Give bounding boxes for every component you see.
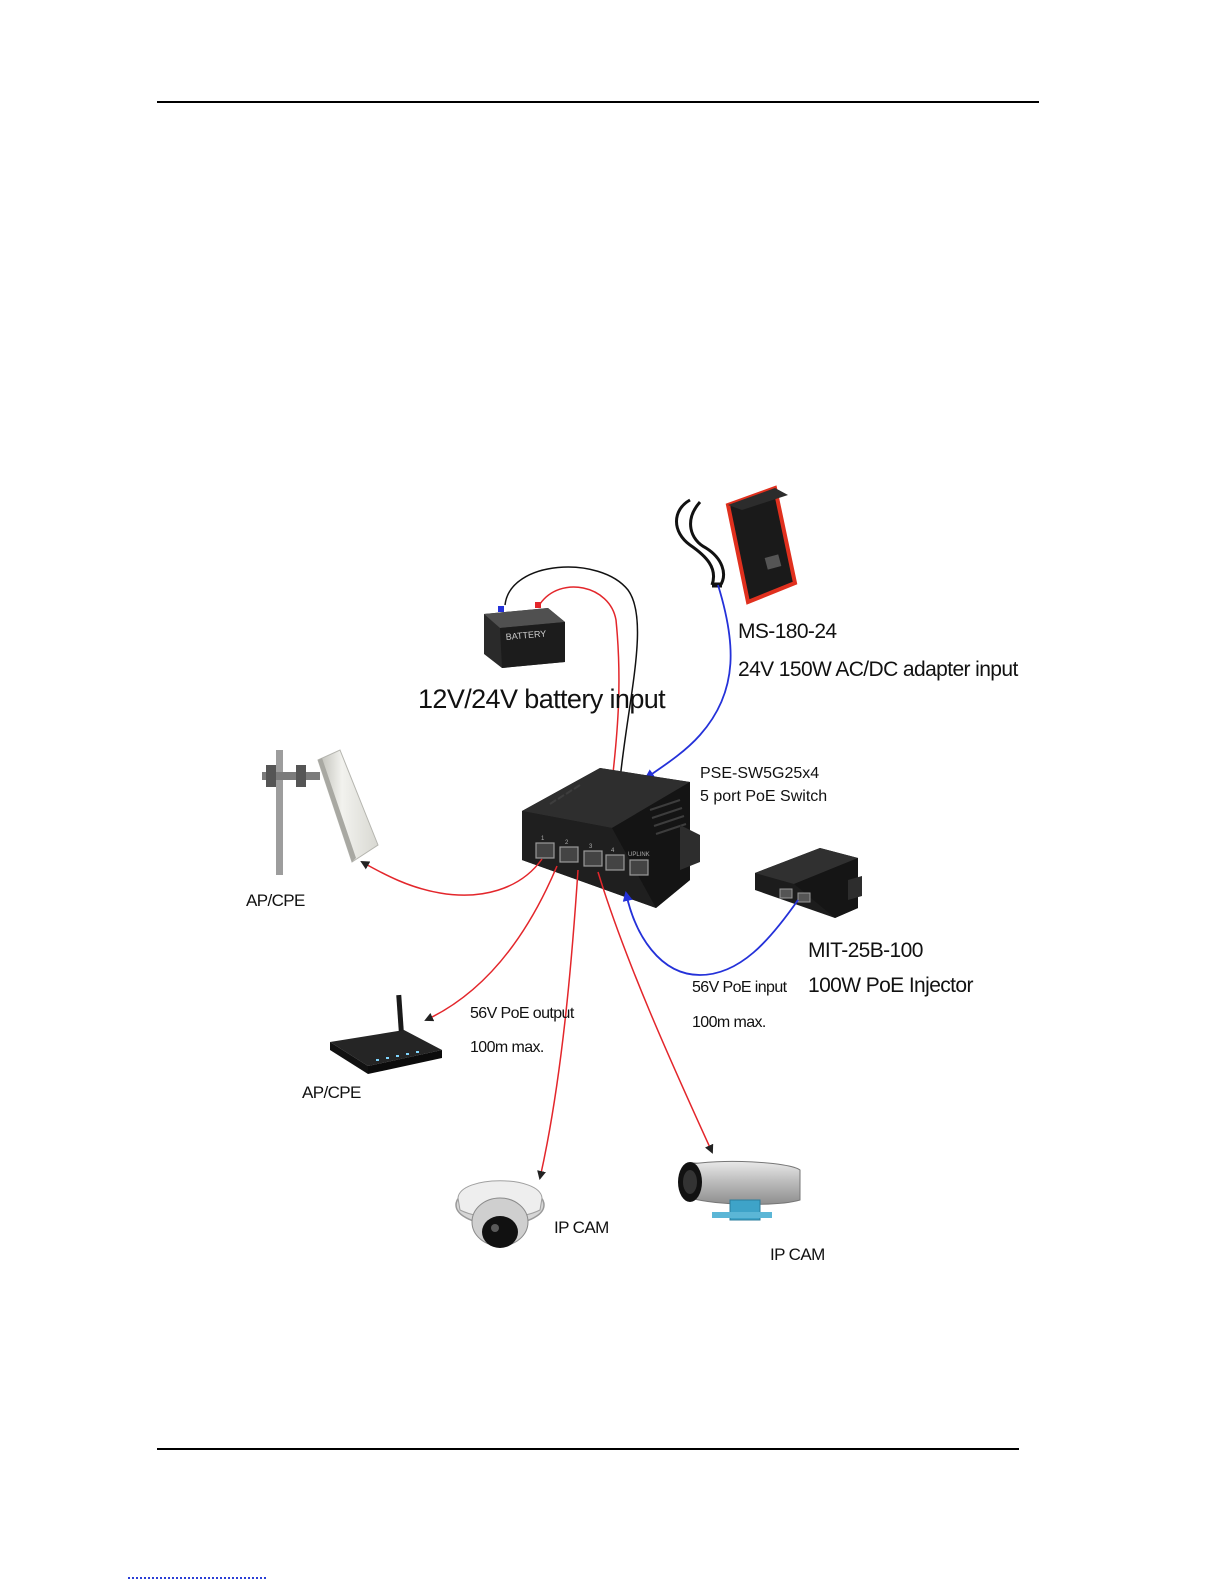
adapter-cable xyxy=(646,585,731,778)
ap-panel-label: AP/CPE xyxy=(246,891,305,910)
injector-model-label: MIT-25B-100 xyxy=(808,939,923,962)
poe-output-range-label: 100m max. xyxy=(470,1039,544,1056)
adapter-model-label: MS-180-24 xyxy=(738,620,837,643)
poe-cable-to-dome-cam xyxy=(540,870,578,1178)
poe-cable-to-bullet-cam xyxy=(598,872,712,1152)
injector-desc-label: 100W PoE Injector xyxy=(808,974,973,997)
poe-injector-icon xyxy=(755,848,862,918)
poe-cable-to-panel xyxy=(362,859,542,895)
poe-output-label: 56V PoE output xyxy=(470,1005,575,1022)
panel-antenna-icon xyxy=(262,750,378,875)
poe-input-label: 56V PoE input xyxy=(692,979,788,996)
poe-switch-icon: 1 2 3 4 UPLINK xyxy=(522,768,700,908)
ipcam-dome-label: IP CAM xyxy=(554,1218,609,1237)
poe-cable-to-router xyxy=(426,866,557,1020)
ap-router-label: AP/CPE xyxy=(302,1083,361,1102)
switch-model-label: PSE-SW5G25x4 xyxy=(700,765,819,782)
uplink-port-label: UPLINK xyxy=(628,852,650,858)
bullet-camera-icon xyxy=(678,1161,800,1220)
battery-negative-cable xyxy=(505,567,638,780)
dome-camera-icon xyxy=(456,1181,544,1248)
wireless-router-icon xyxy=(330,995,442,1074)
battery-icon: BATTERY xyxy=(484,602,565,668)
poe-input-range-label: 100m max. xyxy=(692,1014,766,1031)
battery-label: 12V/24V battery input xyxy=(418,684,666,714)
adapter-desc-label: 24V 150W AC/DC adapter input xyxy=(738,658,1018,681)
power-adapter-icon xyxy=(677,488,796,602)
switch-desc-label: 5 port PoE Switch xyxy=(700,788,827,805)
ipcam-bullet-label: IP CAM xyxy=(770,1245,825,1264)
